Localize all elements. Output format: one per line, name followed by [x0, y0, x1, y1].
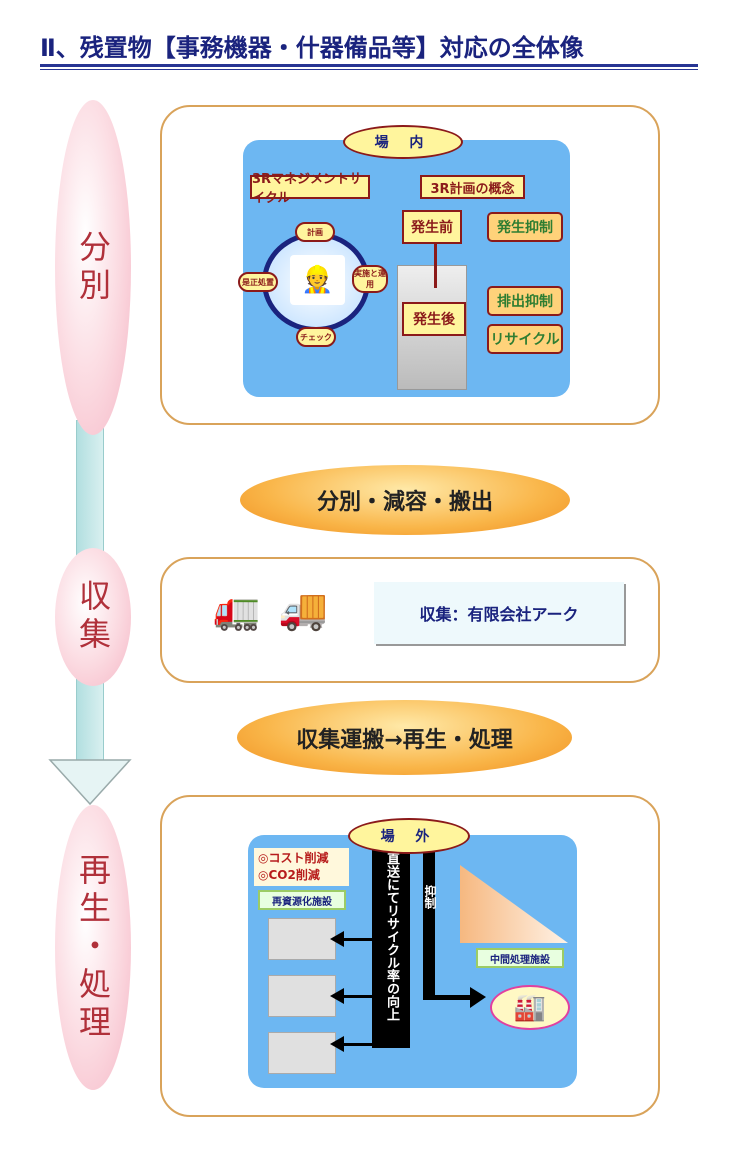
reduction-triangle: [460, 865, 568, 943]
after-box: 発生後: [402, 302, 466, 336]
dump-truck-icon: 🚚: [278, 587, 328, 633]
concept-title: 3R計画の概念: [420, 175, 525, 199]
measure-recycle: リサイクル: [487, 324, 563, 354]
flow-connector: [76, 420, 104, 560]
benefit-co2: ◎CO2削減: [258, 868, 320, 882]
benefit-cost: ◎コスト削減: [258, 851, 329, 865]
workers-illustration: 👷: [290, 255, 345, 305]
measure-reduce: 発生抑制: [487, 212, 563, 242]
measure-discharge: 排出抑制: [487, 286, 563, 316]
stage-sorting: 分別: [55, 100, 131, 435]
collector-label: 収集：有限会社アーク: [374, 582, 624, 644]
factory-icon: 🏭: [490, 985, 570, 1030]
before-after-arrow: [434, 243, 437, 288]
cycle-title: 3Rマネジメントサイクル: [250, 172, 370, 206]
suppress-route-bar: [423, 848, 435, 998]
benefits: ◎コスト削減 ◎CO2削減: [254, 848, 349, 886]
facility-arrows: [330, 931, 375, 1052]
cycle-act: 是正処置: [238, 272, 278, 292]
title-rule: [40, 64, 698, 67]
direct-route-bar: [372, 848, 410, 1048]
down-arrow-icon: [48, 759, 132, 806]
cycle-check: チェック: [296, 327, 336, 347]
stage-recycling: 再生・処理: [55, 805, 131, 1090]
cycle-do: 実施と運用: [352, 265, 388, 293]
before-box: 発生前: [402, 210, 462, 244]
recycle-facility-label: 再資源化施設: [258, 890, 346, 910]
cycle-plan: 計画: [295, 222, 335, 242]
recycle-facility-icon: [268, 918, 336, 960]
page-title: Ⅱ、残置物【事務機器・什器備品等】対応の全体像: [40, 34, 584, 62]
suppress-text: 抑制: [423, 885, 437, 909]
recycle-facility-icon: [268, 975, 336, 1017]
truck-crane-icon: 🚛: [213, 588, 261, 632]
offsite-label: 場 外: [348, 818, 470, 854]
suppress-arrow: [423, 987, 486, 1008]
recycle-facility-icon: [268, 1032, 336, 1074]
flow-sorting: 分別・減容・搬出: [240, 465, 570, 535]
direct-route-text: 直送にてリサイクル率の向上: [384, 852, 399, 1021]
stage-collection: 収集: [55, 548, 131, 686]
flow-connector: [76, 675, 104, 765]
intermediate-facility-label: 中間処理施設: [476, 948, 564, 968]
title-rule-thin: [40, 69, 698, 70]
onsite-label: 場 内: [343, 125, 463, 159]
flow-transport: 収集運搬→再生・処理: [237, 700, 572, 775]
